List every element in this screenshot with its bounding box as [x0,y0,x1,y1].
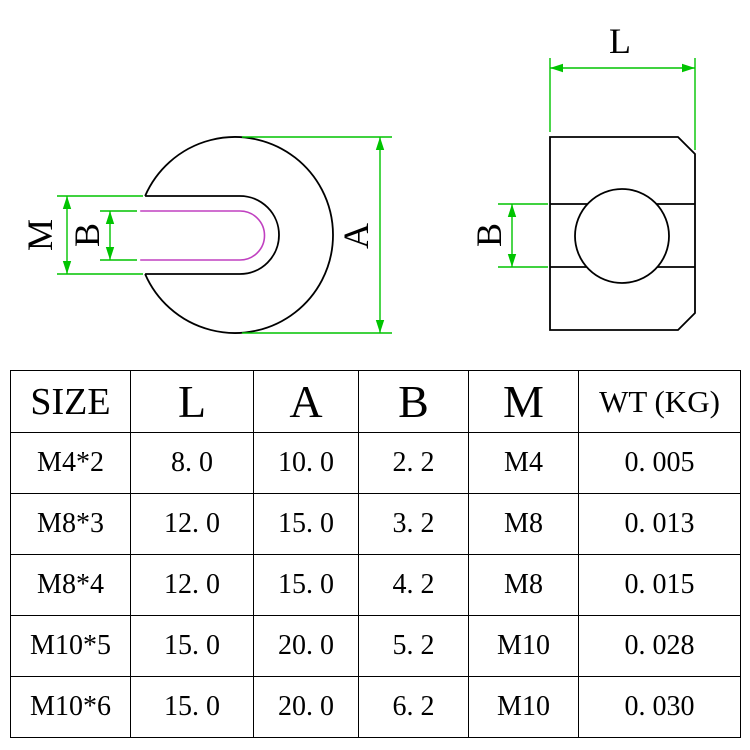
cell-size: M10*6 [10,676,131,738]
dimension-B-front: B [67,210,137,261]
cell-B: 2. 2 [358,432,469,494]
technical-drawing: M B A L B [20,21,696,334]
cell-M: M10 [468,615,579,677]
dim-label-B-side: B [469,223,509,247]
header-cell-wt: WT (KG) [578,370,741,433]
front-body-outline [144,136,334,334]
cell-A: 15. 0 [253,554,359,616]
table-row: M8*3 12. 0 15. 0 3. 2 M8 0. 013 [10,493,741,555]
arrowhead [507,204,517,217]
cell-wt: 0. 013 [578,493,741,555]
cell-B: 5. 2 [358,615,469,677]
cell-B: 3. 2 [358,493,469,555]
table-row: M4*2 8. 0 10. 0 2. 2 M4 0. 005 [10,432,741,494]
arrowhead [550,63,563,73]
arrowhead [375,137,385,150]
front-view [140,136,334,334]
dim-label-B-front: B [67,223,107,247]
cell-wt: 0. 028 [578,615,741,677]
spec-table: SIZE L A B M WT (KG) M4*2 8. 0 10. 0 2. … [10,370,741,738]
cell-size: M8*4 [10,554,131,616]
dimension-B-side: B [469,203,548,268]
dim-label-M: M [20,219,60,251]
side-view [549,136,696,331]
arrowhead [375,320,385,333]
cell-B: 4. 2 [358,554,469,616]
arrowhead [105,211,115,224]
header-cell-B: B [358,370,469,433]
dim-label-A: A [336,223,376,249]
slot-inner-line [140,210,266,261]
header-cell-size: SIZE [10,370,131,433]
cell-size: M4*2 [10,432,131,494]
header-cell-A: A [253,370,359,433]
cell-A: 20. 0 [253,615,359,677]
table-row: M10*5 15. 0 20. 0 5. 2 M10 0. 028 [10,615,741,677]
side-body-outline [549,136,696,331]
arrowhead [682,63,695,73]
arrowhead [507,254,517,267]
arrowhead [62,261,72,274]
cell-M: M10 [468,676,579,738]
cell-size: M8*3 [10,493,131,555]
hole-circle [574,188,670,284]
table-row: M8*4 12. 0 15. 0 4. 2 M8 0. 015 [10,554,741,616]
cell-size: M10*5 [10,615,131,677]
cell-wt: 0. 030 [578,676,741,738]
cell-L: 12. 0 [130,493,254,555]
table-row: M10*6 15. 0 20. 0 6. 2 M10 0. 030 [10,676,741,738]
cell-A: 10. 0 [253,432,359,494]
cell-M: M4 [468,432,579,494]
cell-B: 6. 2 [358,676,469,738]
dimension-A: A [242,136,392,334]
cell-A: 20. 0 [253,676,359,738]
cell-L: 15. 0 [130,676,254,738]
arrowhead [62,196,72,209]
cell-M: M8 [468,493,579,555]
cell-L: 15. 0 [130,615,254,677]
cell-L: 8. 0 [130,432,254,494]
cell-M: M8 [468,554,579,616]
dim-label-L: L [609,21,631,61]
arrowhead [105,247,115,260]
slot-outline [145,195,280,275]
dimension-M: M [20,195,143,275]
cell-wt: 0. 015 [578,554,741,616]
header-cell-M: M [468,370,579,433]
cell-A: 15. 0 [253,493,359,555]
table-header-row: SIZE L A B M WT (KG) [10,370,741,433]
cell-wt: 0. 005 [578,432,741,494]
cell-L: 12. 0 [130,554,254,616]
header-cell-L: L [130,370,254,433]
dimension-L: L [549,21,696,150]
